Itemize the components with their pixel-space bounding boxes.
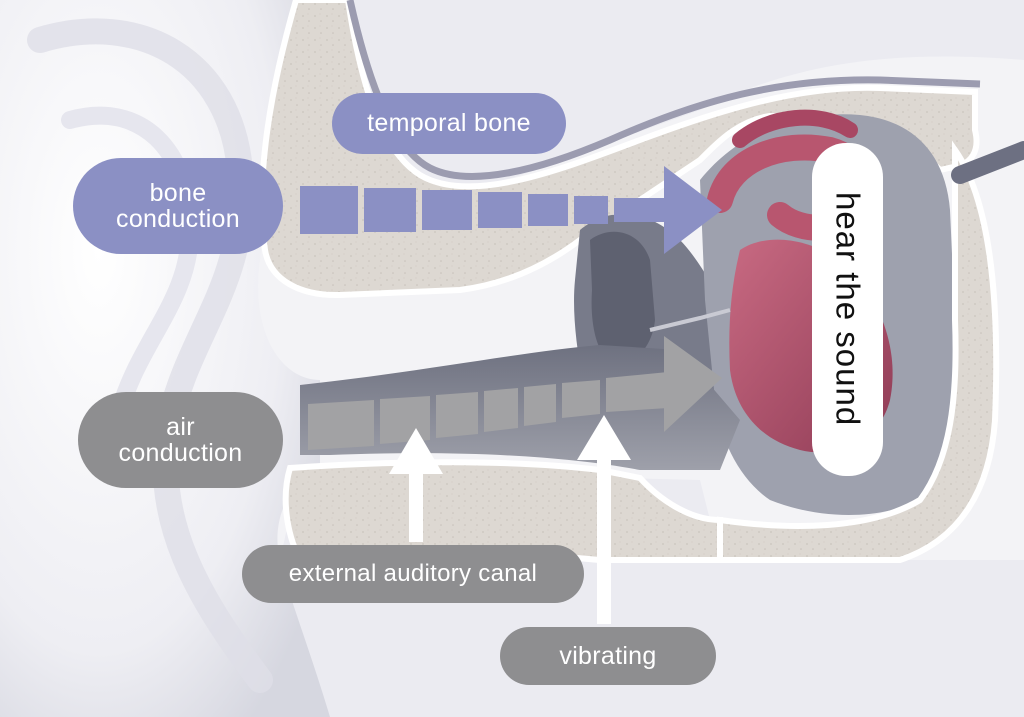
air-conduction-label: air conduction (78, 392, 283, 488)
bone-arrow-segment (478, 192, 522, 228)
hear-the-sound-label: hear the sound (812, 143, 883, 476)
bone-conduction-text-line2: conduction (116, 205, 240, 233)
bone-conduction-arrow (300, 166, 722, 254)
bone-arrow-segment (422, 190, 472, 230)
bone-arrow-segment (614, 198, 664, 222)
bone-arrow-segment (528, 194, 568, 226)
air-conduction-arrow (308, 336, 722, 450)
stapes (649, 308, 731, 332)
vibrating-pointer-head (577, 415, 631, 460)
air-conduction-text-line1: air (166, 412, 195, 441)
air-arrow-segment (308, 400, 374, 450)
air-arrow-segment (524, 384, 556, 426)
air-arrow-segment (606, 372, 668, 412)
air-arrow-segment (380, 396, 430, 444)
bone-conduction-label: bone conduction (73, 158, 283, 254)
bone-arrow-segment (300, 186, 358, 234)
temporal-bone-right (717, 140, 1000, 563)
canal-pointer-head (389, 428, 443, 474)
bone-arrow-segment (364, 188, 416, 232)
air-arrow-segment (484, 388, 518, 432)
semicircular-canal-2 (732, 109, 858, 148)
external-auditory-canal-text: external auditory canal (288, 560, 538, 588)
ossicles (590, 231, 655, 364)
canal-pointer-shaft (409, 470, 423, 542)
vibrating-pointer-shaft (597, 456, 611, 624)
auditory-nerve (951, 141, 1024, 184)
bone-arrow-head (664, 166, 722, 254)
hear-the-sound-text: hear the sound (829, 192, 867, 427)
air-arrow-segment (436, 392, 478, 438)
vibrating-text: vibrating (559, 641, 657, 670)
vibrating-pointer-arrow (577, 415, 631, 624)
temporal-bone-text: temporal bone (367, 109, 531, 138)
external-auditory-canal-label: external auditory canal (242, 545, 584, 603)
ear-helix-fold (27, 18, 273, 693)
air-arrow-head (664, 336, 722, 432)
bone-arrow-segment (574, 196, 608, 224)
vibrating-label: vibrating (500, 627, 716, 685)
air-arrow-segment (562, 380, 600, 418)
bone-conduction-text-line1: bone (149, 178, 207, 207)
air-conduction-text-line2: conduction (118, 439, 243, 467)
canal-pointer-arrow (389, 428, 443, 542)
temporal-bone-label: temporal bone (332, 93, 566, 154)
